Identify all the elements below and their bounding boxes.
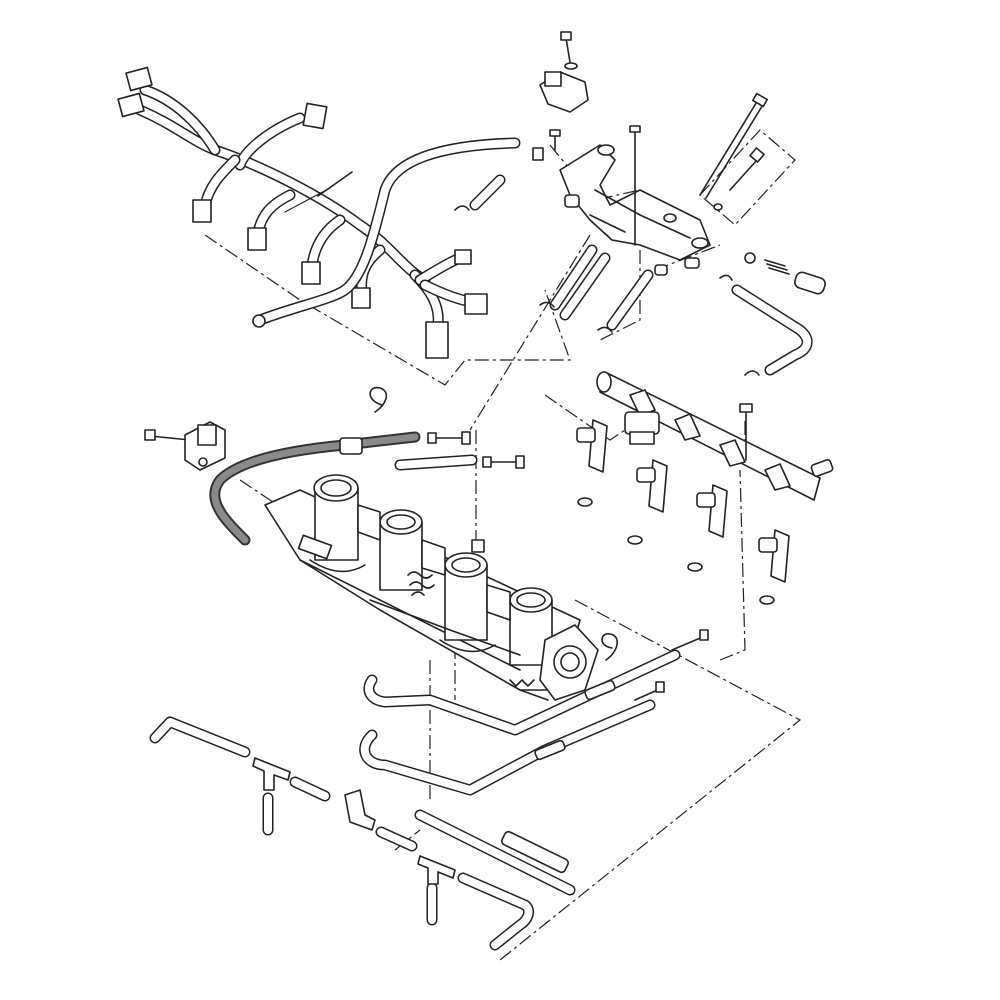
wiring-harness-icon bbox=[117, 66, 488, 359]
vacuum-hose-icon bbox=[252, 137, 521, 328]
sensor-bracket-icon bbox=[144, 421, 226, 471]
hose-clip-icon bbox=[369, 386, 388, 413]
vacuum-hose-icon bbox=[209, 431, 478, 546]
bolt-icon bbox=[427, 431, 709, 701]
fuel-rail-icon bbox=[596, 371, 834, 501]
hose-clip-icon bbox=[601, 633, 618, 661]
map-sensor-icon bbox=[532, 31, 589, 161]
hose-tee-fitting-icon bbox=[252, 757, 456, 885]
fuel-injector-icon bbox=[576, 419, 790, 605]
manifold-hoses-icon bbox=[539, 244, 813, 376]
throttle-cable-icon bbox=[359, 649, 681, 796]
throttle-body-icon bbox=[264, 474, 581, 691]
intake-manifold-icon bbox=[559, 92, 826, 295]
throttle-position-sensor-icon bbox=[509, 624, 599, 701]
vacuum-hose-icon bbox=[149, 716, 576, 951]
